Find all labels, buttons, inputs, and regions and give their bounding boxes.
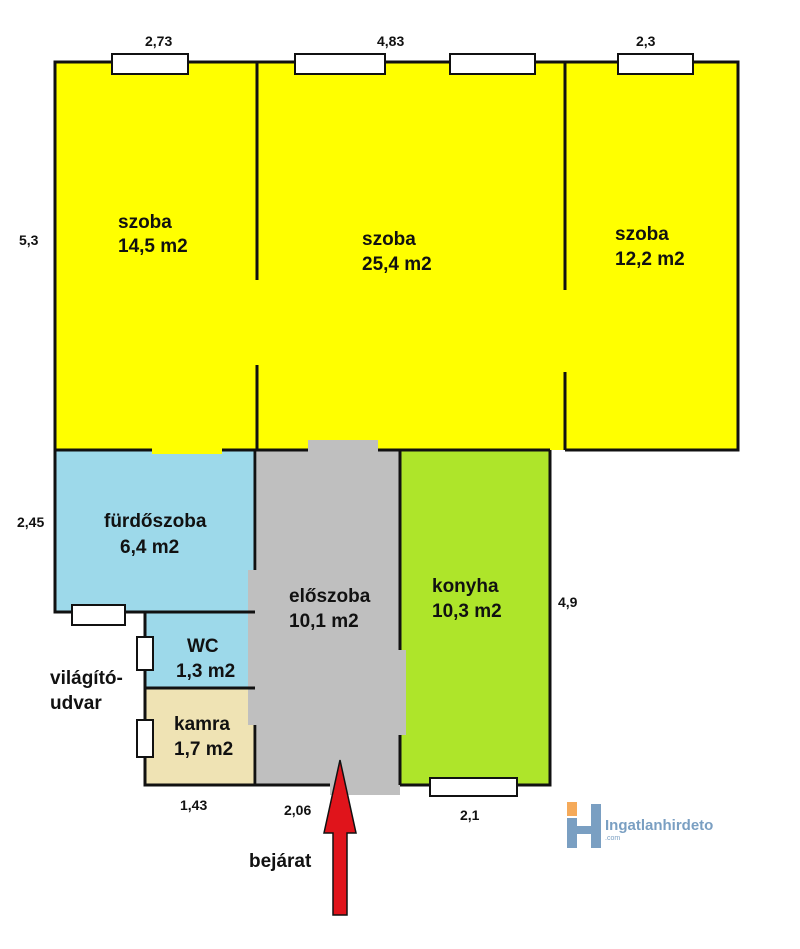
dimension: 2,45: [17, 514, 44, 530]
dimension: 5,3: [19, 232, 39, 248]
entrance-arrow-icon: [323, 759, 357, 916]
room-label: szoba: [118, 212, 172, 233]
room-kamra: [145, 688, 255, 785]
walls: [53, 60, 740, 787]
room-szoba-2: [257, 62, 565, 450]
room-label: fürdőszoba: [104, 511, 207, 532]
logo-suffix: .com: [605, 835, 620, 842]
dimension: 4,83: [377, 33, 404, 49]
room-area: 14,5 m2: [118, 236, 188, 257]
room-konyha: [400, 450, 550, 785]
room-area: 10,3 m2: [432, 601, 502, 622]
room-furdoszoba: [55, 450, 255, 612]
dimension: 2,73: [145, 33, 172, 49]
room-area: 25,4 m2: [362, 254, 432, 275]
door-gap: [152, 446, 222, 454]
room-area: 1,3 m2: [176, 661, 235, 682]
entrance-label: bejárat: [249, 851, 312, 872]
logo-accent-icon: [567, 802, 577, 816]
logo-h-icon: [567, 804, 601, 848]
dimension: 1,43: [180, 797, 207, 813]
dimension: 4,9: [558, 594, 578, 610]
room-label: WC: [187, 636, 219, 657]
lightwell-label: udvar: [50, 693, 102, 714]
room-label: kamra: [174, 714, 230, 735]
windows: [71, 53, 694, 797]
room-szoba-1: [55, 62, 257, 450]
room-eloszoba: [248, 440, 406, 795]
dimension: 2,3: [636, 33, 656, 49]
room-label: konyha: [432, 576, 499, 597]
room-area: 10,1 m2: [289, 611, 359, 632]
room-szoba-3: [565, 62, 738, 450]
logo: Ingatlanhirdeto .com: [567, 802, 713, 848]
room-area: 6,4 m2: [120, 537, 179, 558]
lightwell-label: világító-: [50, 668, 123, 689]
logo-text: Ingatlanhirdeto: [605, 817, 713, 834]
room-wc: [145, 612, 255, 688]
room-label: szoba: [615, 224, 669, 245]
room-area: 1,7 m2: [174, 739, 233, 760]
dimension: 2,1: [460, 807, 480, 823]
room-area: 12,2 m2: [615, 249, 685, 270]
dimension: 2,06: [284, 802, 311, 818]
room-label: előszoba: [289, 586, 371, 607]
room-label: szoba: [362, 229, 416, 250]
